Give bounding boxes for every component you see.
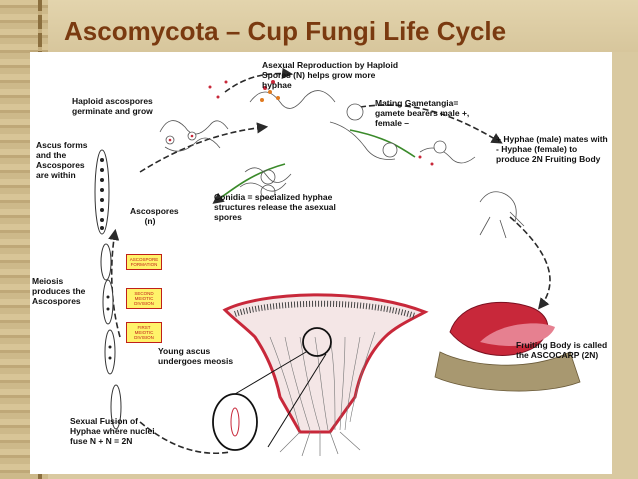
life-cycle-diagram bbox=[94, 67, 581, 457]
zoom-ascus bbox=[230, 407, 240, 437]
plus-minus-hyphae bbox=[419, 147, 476, 164]
magnify-line-2 bbox=[267, 353, 327, 448]
green-arrow-mating bbox=[349, 129, 416, 158]
cup-body bbox=[222, 293, 429, 434]
fruiting-body bbox=[434, 301, 581, 392]
tag-first-meiotic-division: FIRST MEIOTIC DIVISION bbox=[126, 322, 162, 343]
cup-pink bbox=[480, 323, 555, 347]
magnify-line-1 bbox=[229, 351, 307, 398]
ascocarp-cross-section bbox=[212, 293, 429, 457]
conidia-hyphae bbox=[239, 167, 292, 192]
fruiting-hyphae bbox=[479, 191, 525, 239]
green-arrows bbox=[212, 129, 416, 204]
germinating-hyphae bbox=[159, 120, 229, 135]
arrow-ascus-to-haploid bbox=[139, 122, 269, 173]
green-arrow-conidia bbox=[212, 163, 286, 204]
label-sexual-fusion: Sexual Fusion of Hyphae where nuclei fus… bbox=[70, 416, 155, 446]
ascospore-dots bbox=[100, 158, 112, 360]
label-ascospores-n: Ascospores (n) bbox=[130, 206, 179, 226]
cycle-arrows bbox=[108, 67, 551, 455]
label-meiosis: Meiosis produces the Ascospores bbox=[32, 276, 86, 306]
arrow-bottom-left bbox=[139, 421, 231, 455]
ascus-stage-2 bbox=[102, 279, 114, 325]
label-asexual-reproduction: Asexual Reproduction by Haploid Spores (… bbox=[262, 60, 399, 90]
label-young-ascus: Young ascus undergoes meosis bbox=[158, 346, 234, 366]
magnify-ring bbox=[302, 327, 332, 357]
tissue-lines bbox=[269, 331, 376, 431]
label-ascus-forms: Ascus forms and the Ascospores are withi… bbox=[36, 140, 88, 180]
ascus-stage-4 bbox=[110, 384, 122, 430]
red-spores bbox=[168, 80, 434, 166]
ascus-chain bbox=[94, 149, 122, 430]
roots bbox=[279, 431, 361, 457]
hyphae-drawings bbox=[159, 90, 525, 239]
asexual-hyphae bbox=[249, 90, 336, 109]
label-mating-gametangia: Mating Gametangia= gamete bearers male +… bbox=[375, 98, 470, 128]
arrow-mating-to-plus bbox=[359, 104, 503, 144]
diagram-panel: Asexual Reproduction by Haploid Spores (… bbox=[30, 52, 612, 474]
label-fruiting-body: Fruiting Body is called the ASCOCARP (2N… bbox=[516, 340, 608, 360]
slide-title: Ascomycota – Cup Fungi Life Cycle bbox=[64, 16, 507, 46]
label-conidia: Conidia = specialized hyphae structures … bbox=[214, 192, 336, 222]
zoom-circle bbox=[212, 393, 258, 451]
hymenium-layer bbox=[234, 300, 416, 319]
title-band bbox=[48, 0, 638, 52]
ascus-stage-3 bbox=[104, 329, 116, 375]
arrow-to-fruiting bbox=[509, 216, 551, 310]
orange-conidia bbox=[260, 90, 280, 102]
label-hyphae-mates: + Hyphae (male) mates with - Hyphae (fem… bbox=[496, 134, 608, 164]
label-haploid-ascospores: Haploid ascospores germinate and grow bbox=[72, 96, 153, 116]
tag-second-meiotic-division: SECOND MEIOTIC DIVISION bbox=[126, 288, 162, 309]
arrow-meiosis-up bbox=[108, 228, 121, 338]
mating-hyphae bbox=[329, 121, 396, 160]
ascus-stage bbox=[100, 243, 112, 281]
tag-ascospore-formation: ASCOSPORE FORMATION bbox=[126, 254, 162, 270]
ground bbox=[434, 351, 581, 392]
